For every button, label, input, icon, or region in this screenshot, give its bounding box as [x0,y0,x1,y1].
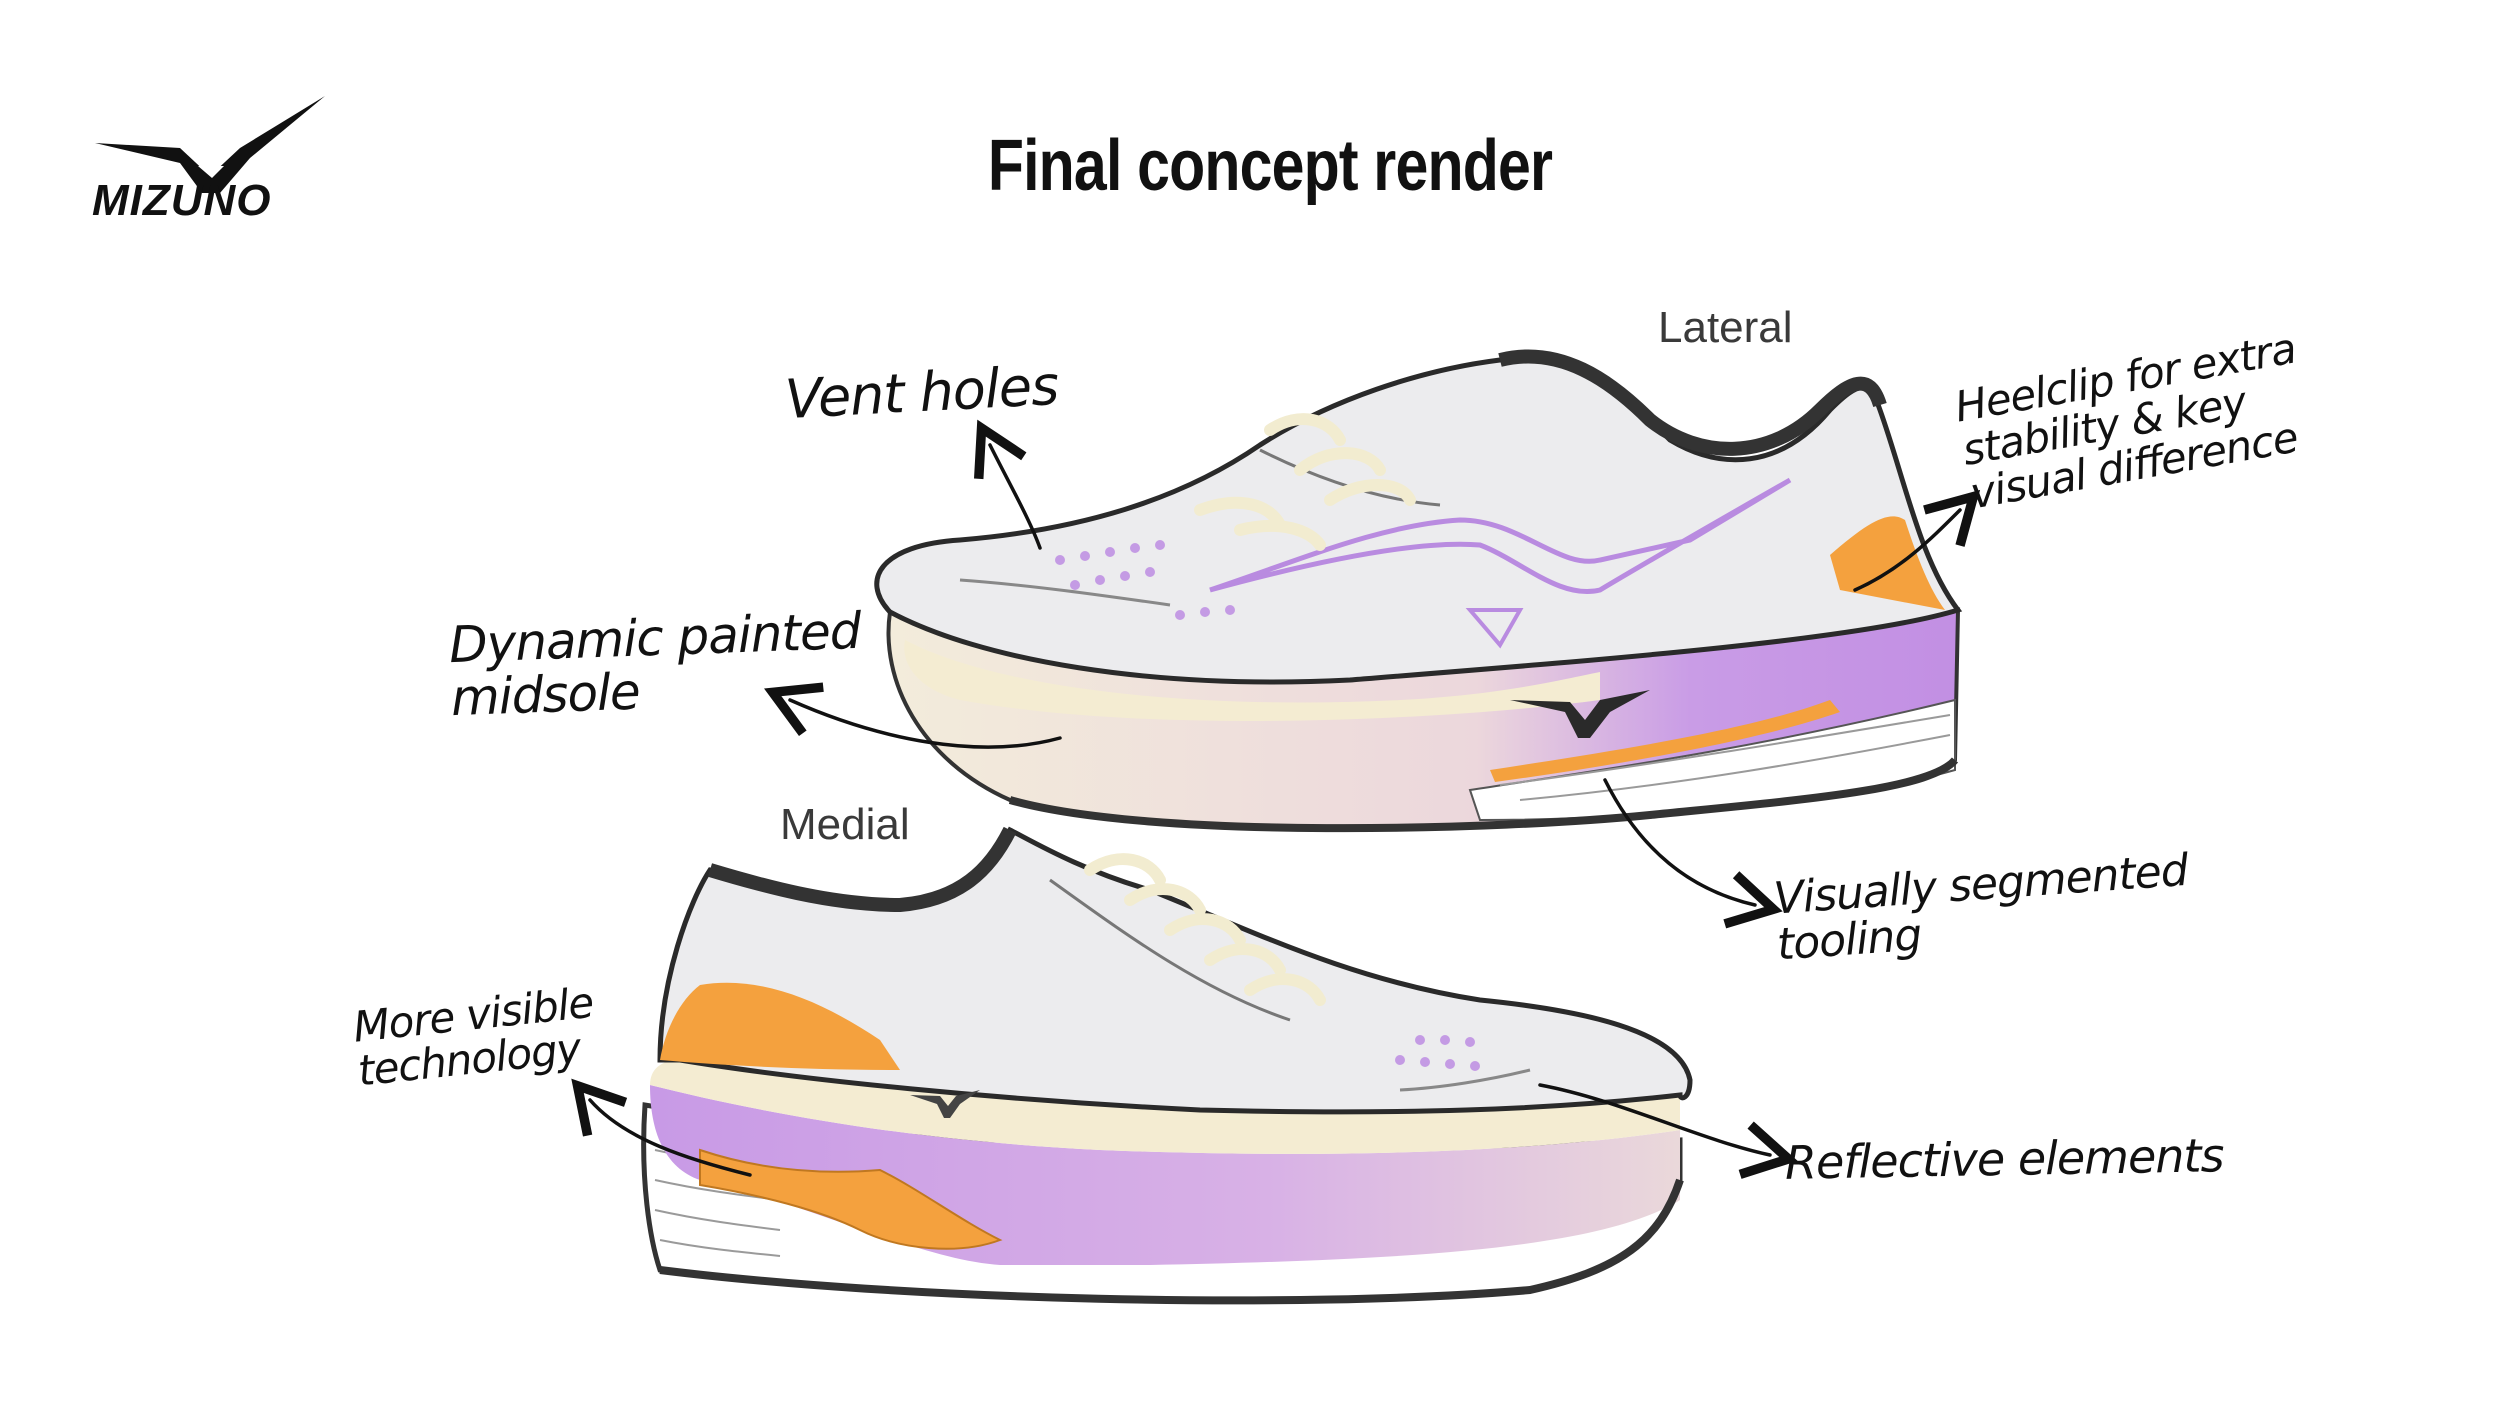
dynamic-midsole-note: Dynamic painted midsole [448,601,862,727]
segmented-tooling-arrow [1603,778,1783,929]
medial-upper [657,826,1693,1115]
dynamic-midsole-arrow [764,682,1062,749]
reflective-elements-note: Reflective elements [1784,1128,2224,1190]
heel-clip-arrow [1853,489,1981,592]
brand-wordmark: MIZUNO [92,176,272,225]
visible-technology-arrow [571,1078,752,1177]
lateral-view-label: Lateral [1658,303,1793,352]
wave-plate [699,1148,1003,1250]
reflective-elements-arrow [1538,1083,1798,1179]
medial-shoe [641,826,1693,1305]
mizuno-runbird-icon [95,96,325,193]
annotation-arrows [571,419,1981,1179]
vent-holes-arrow [974,419,1042,550]
medial-view-label: Medial [780,800,910,849]
lateral-shoe [874,349,1963,833]
page-title: Final concept render [987,126,1553,206]
vent-holes-note: Vent holes [783,353,1060,432]
